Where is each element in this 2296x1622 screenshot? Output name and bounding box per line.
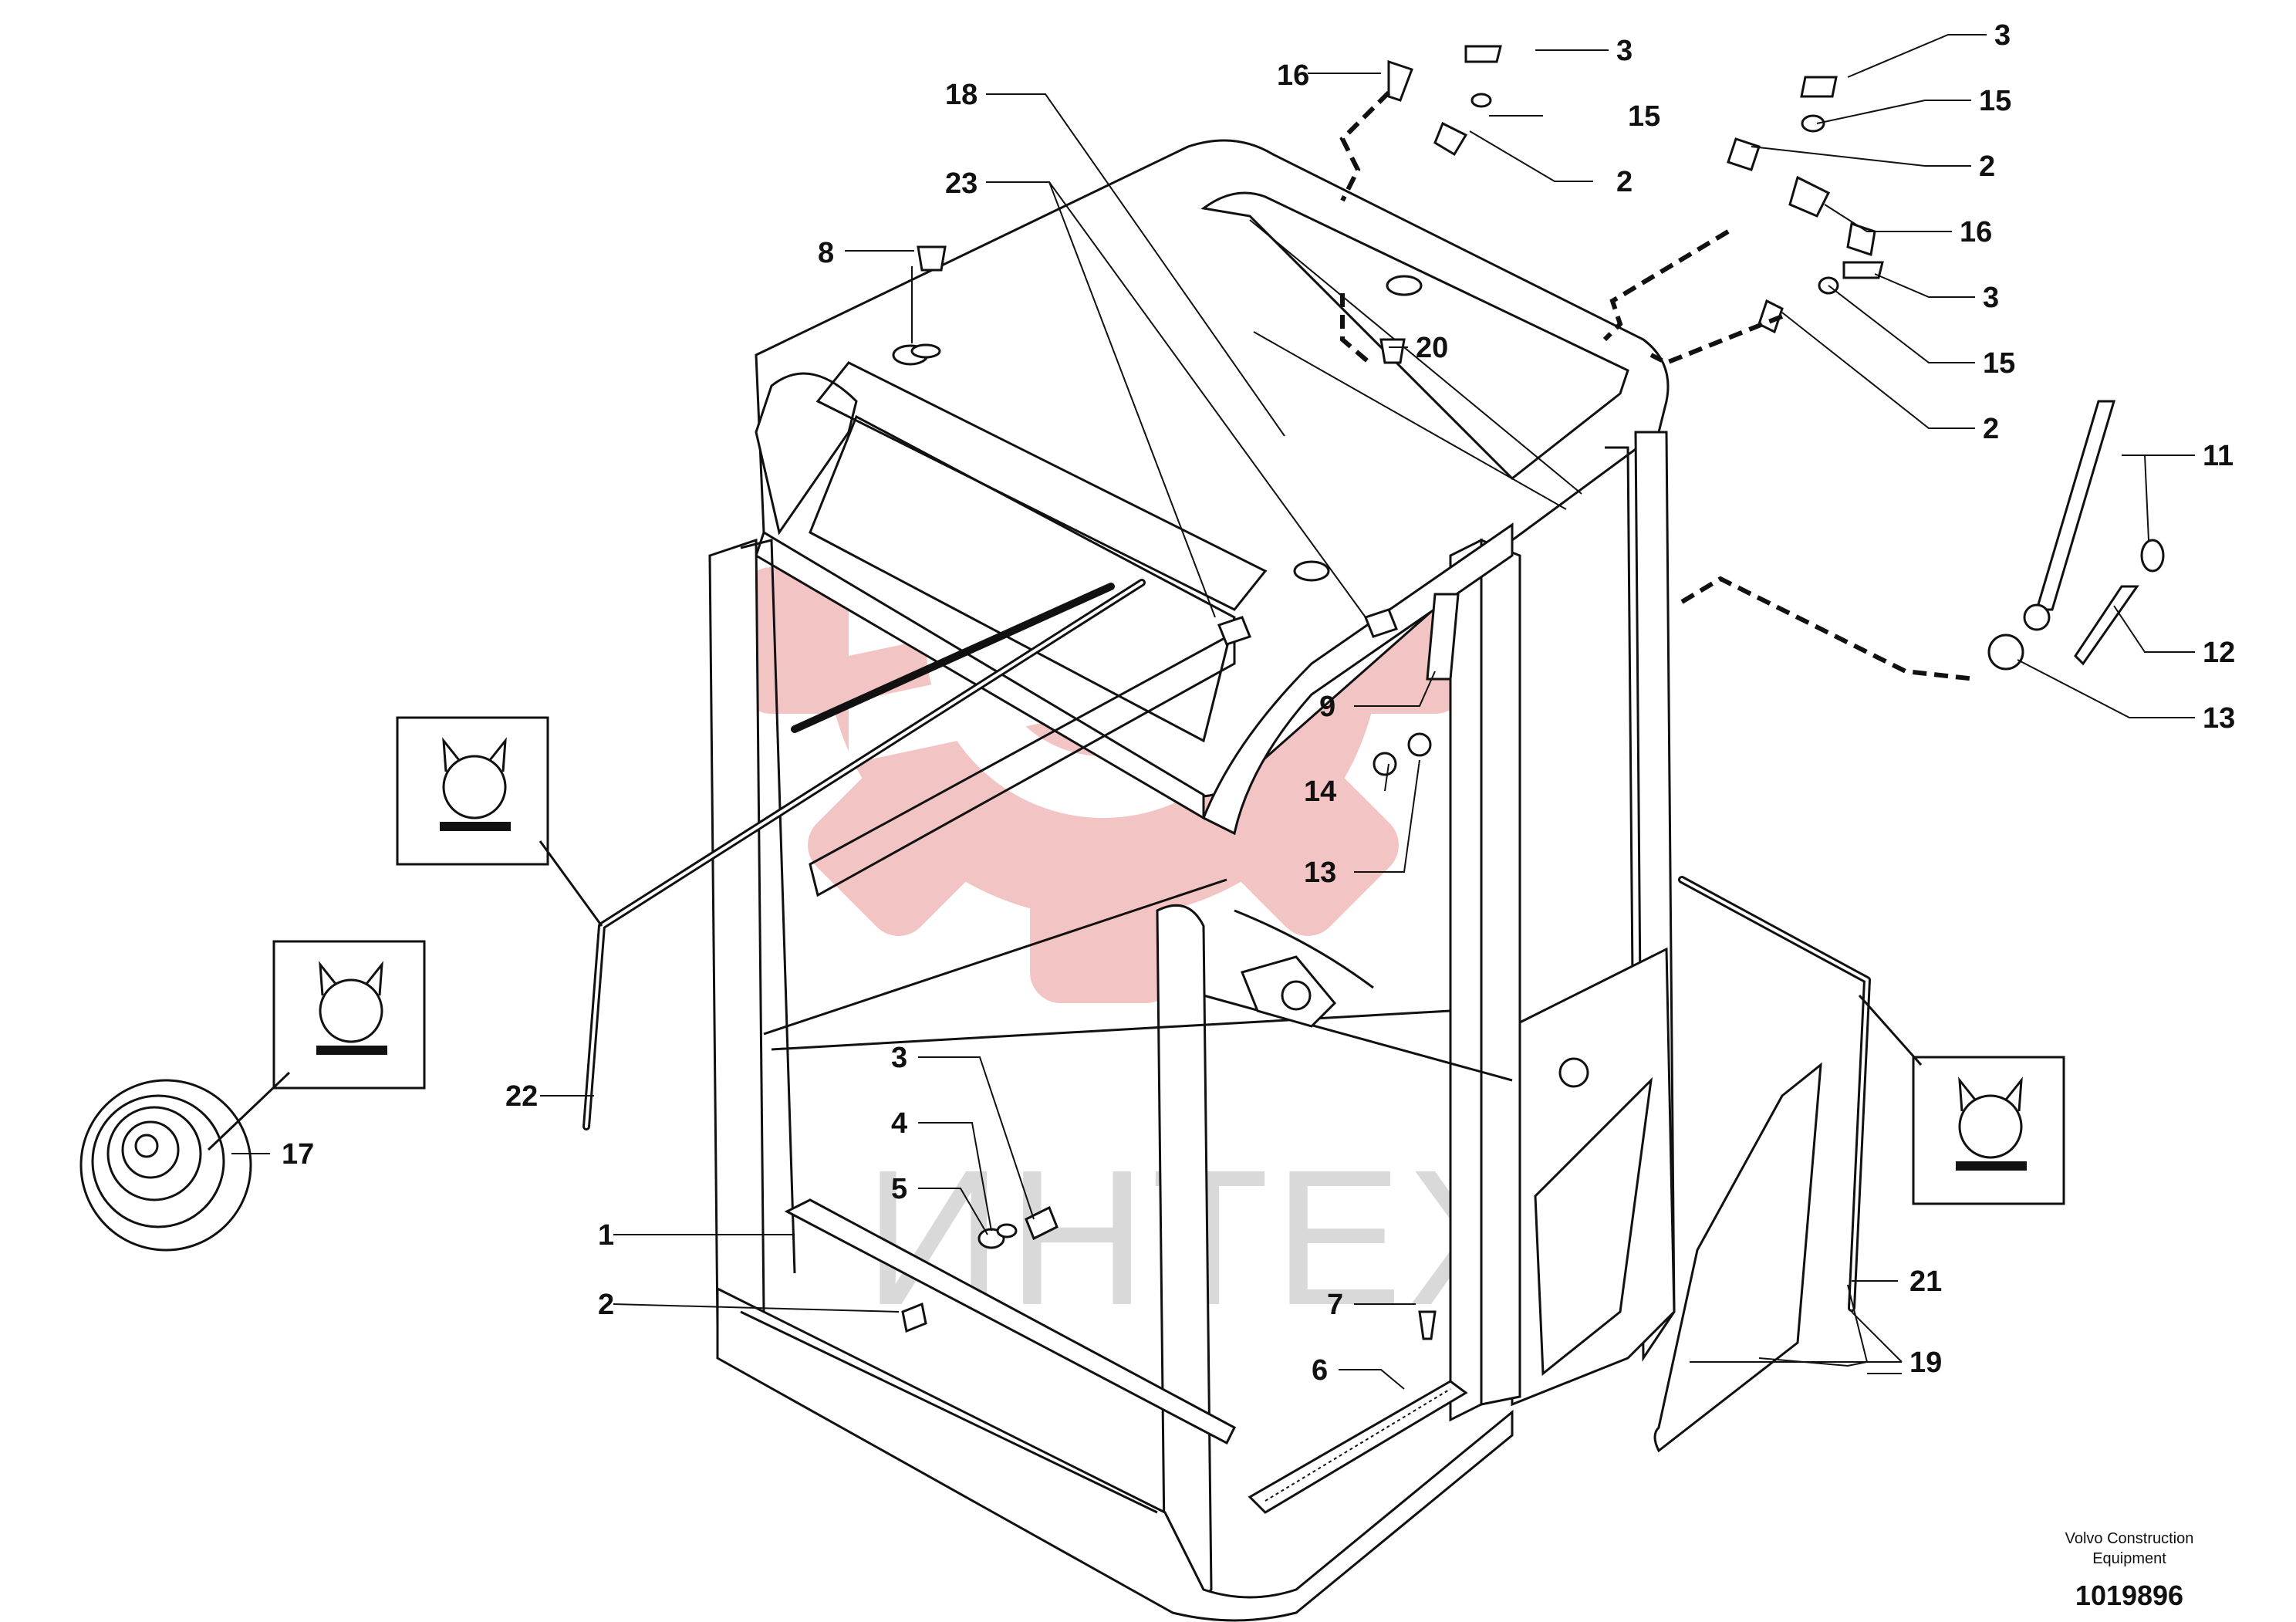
callout-3-mid: 3 [891, 1042, 907, 1074]
routing-lines [1339, 90, 1976, 681]
step-plate [1248, 1380, 1468, 1514]
callout-4: 4 [891, 1107, 907, 1140]
callout-15-top: 15 [1628, 100, 1660, 133]
callout-2-right-a: 2 [1979, 150, 1995, 183]
callout-23: 23 [945, 167, 977, 200]
fasteners [901, 45, 1884, 1340]
callout-16-right: 16 [1960, 216, 1992, 248]
callout-14: 14 [1304, 776, 1336, 808]
callout-13: 13 [1304, 857, 1336, 889]
callout-1: 1 [598, 1219, 614, 1252]
adhesive-sealant-symbol-icon [1858, 995, 2065, 1205]
cab-frame [708, 139, 1676, 1622]
publisher-line-2: Equipment [2092, 1550, 2166, 1567]
callout-19: 19 [1909, 1347, 1942, 1379]
callout-9: 9 [1319, 691, 1335, 723]
callout-2-top: 2 [1616, 166, 1633, 198]
title-block: Volvo Construction Equipment 1019896 [2065, 1530, 2194, 1611]
callout-15-right-a: 15 [1979, 85, 2011, 117]
callout-7: 7 [1327, 1289, 1343, 1321]
wiper-arm [2023, 400, 2165, 631]
callout-18: 18 [945, 79, 977, 111]
publisher-line-1: Volvo Construction [2065, 1530, 2194, 1547]
callout-numbers: 18 23 8 16 3 15 2 3 15 2 16 3 15 2 20 11… [282, 19, 2235, 1387]
callout-20: 20 [1416, 332, 1448, 364]
adhesive-sealant-symbol-icon [396, 716, 603, 927]
callout-15-right-b: 15 [1983, 347, 2015, 380]
callout-3-right-a: 3 [1994, 19, 2011, 52]
callout-17: 17 [282, 1138, 314, 1171]
drawing-number: 1019896 [2075, 1580, 2183, 1611]
callout-11: 12 [2203, 637, 2235, 669]
callout-8: 8 [818, 237, 834, 269]
callout-10: 11 [2203, 440, 2234, 472]
leader-lines [231, 34, 2195, 1390]
callout-21: 21 [1909, 1265, 1942, 1298]
callout-16-top: 16 [1277, 59, 1309, 92]
sill-strip [784, 1198, 1236, 1445]
adhesive-sealant-symbol-icon [207, 940, 426, 1151]
loose-parts [79, 45, 2165, 1514]
door-seal-strip [1678, 876, 1871, 1312]
callout-22: 22 [505, 1080, 538, 1113]
rubber-seal-coil [79, 1079, 252, 1252]
callout-12: 13 [2203, 702, 2235, 735]
callout-2-bottom: 2 [598, 1289, 614, 1321]
callout-6: 6 [1312, 1354, 1328, 1387]
callout-2-right-b: 2 [1983, 413, 1999, 445]
callout-5: 5 [891, 1173, 907, 1205]
callout-3-right-b: 3 [1983, 282, 1999, 314]
callout-3-top: 3 [1616, 35, 1633, 67]
side-panel [1653, 1062, 1822, 1453]
